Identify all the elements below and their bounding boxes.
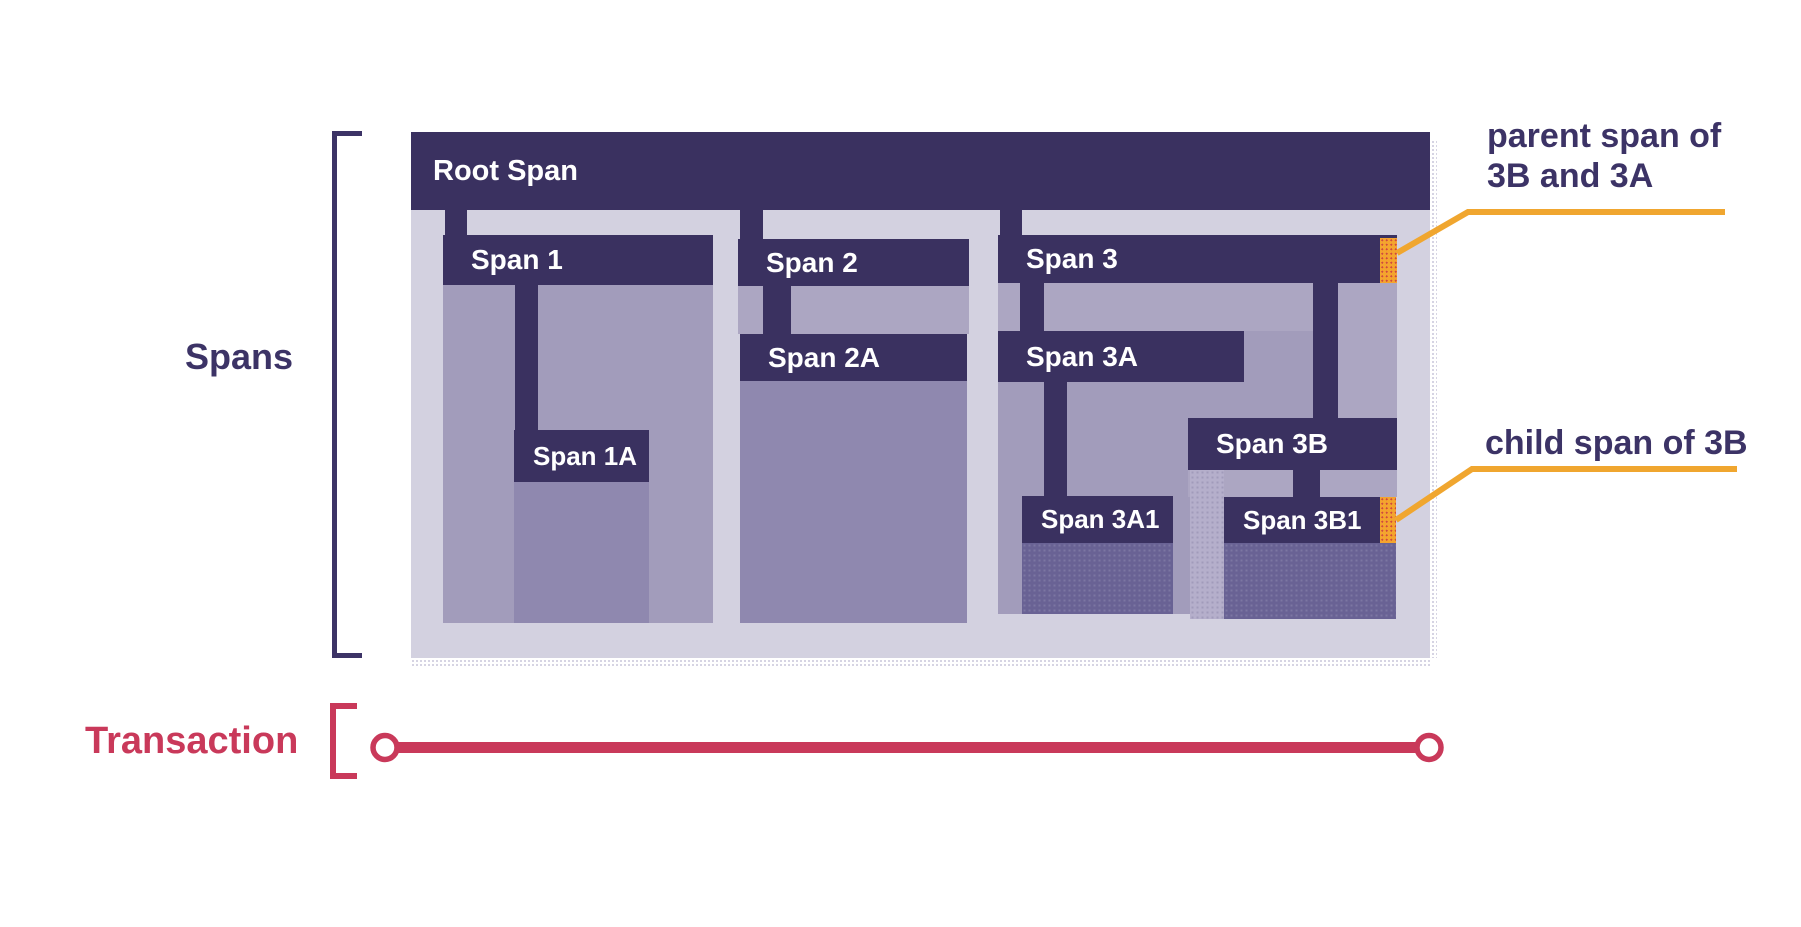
span-3b1-duration-block: [1224, 543, 1396, 619]
span-2a-bar: Span 2A: [740, 334, 967, 381]
connector-span2-to-span2a: [763, 286, 791, 334]
span-3b1-label: Span 3B1: [1243, 504, 1362, 535]
root-span-label: Root Span: [433, 154, 578, 187]
span-2-bar: Span 2: [738, 239, 969, 286]
span-1a-duration-block: [514, 482, 649, 623]
child-span-marker: [1380, 497, 1396, 543]
root-span-bar: Root Span: [411, 132, 1430, 210]
span-3b-label: Span 3B: [1216, 428, 1329, 459]
span-3-duration-block-right: [1338, 283, 1397, 420]
span-3a-label: Span 3A: [1026, 340, 1139, 372]
transaction-bracket-top-tick: [330, 703, 357, 709]
transaction-start-circle: [370, 732, 400, 763]
child-span-annotation: child span of 3B: [1485, 424, 1748, 462]
span-3-bar: Span 3: [998, 235, 1397, 283]
connector-root-to-span1: [445, 210, 467, 236]
spans-label: Spans: [185, 336, 294, 377]
span-3-label: Span 3: [1026, 243, 1118, 274]
span-2-label: Span 2: [766, 246, 858, 278]
span-1a-bar: Span 1A: [514, 430, 649, 482]
container-right-shadow: [1431, 140, 1437, 658]
parent-span-annotation: parent span of 3B and 3A: [1487, 116, 1721, 196]
span-3b-bar: Span 3B: [1188, 418, 1397, 470]
transaction-end-circle: [1414, 732, 1444, 763]
spans-container: Root Span Span 1 Span 2 Span 3 Span 1A S…: [411, 132, 1430, 658]
span-3a1-label: Span 3A1: [1041, 504, 1160, 534]
transaction-label: Transaction: [85, 720, 299, 762]
span-3a-bar: Span 3A: [998, 331, 1244, 382]
span-3-duration-block: [998, 283, 1313, 331]
transaction-bracket-bottom-tick: [330, 773, 357, 779]
span-2a-duration-block: [740, 381, 967, 623]
connector-span1-to-span1a: [515, 285, 538, 430]
span-2a-label: Span 2A: [768, 341, 881, 373]
spans-bracket-vertical: [332, 131, 337, 658]
span-3b1-bar: Span 3B1: [1224, 497, 1396, 543]
span-1-label: Span 1: [471, 244, 563, 275]
span-3a1-bar: Span 3A1: [1022, 496, 1173, 543]
transaction-bracket-vertical: [330, 703, 336, 779]
connector-span3a-to-span3a1: [1044, 382, 1067, 498]
parent-span-marker: [1380, 238, 1397, 283]
connector-span3-to-span3a: [1020, 283, 1044, 331]
span-3a-duration-block-right: [1244, 331, 1313, 382]
spans-bracket-bottom-tick: [332, 653, 362, 658]
parent-span-annotation-line2: 3B and 3A: [1487, 157, 1654, 195]
connector-span3b-to-span3b1: [1293, 470, 1320, 497]
spans-bracket-top-tick: [332, 131, 362, 136]
connector-root-to-span2: [740, 210, 763, 240]
span-3a1-duration-block: [1022, 543, 1173, 614]
span-1a-label: Span 1A: [533, 440, 638, 471]
parent-span-callout-line: [1395, 209, 1725, 256]
span-1-bar: Span 1: [443, 235, 713, 285]
connector-root-to-span3: [1000, 210, 1022, 236]
connector-span3-to-span3b: [1313, 283, 1338, 420]
span-3b-duration-column: [1190, 470, 1224, 619]
parent-span-annotation-line1: parent span of: [1487, 117, 1722, 155]
child-span-callout-line: [1394, 466, 1737, 523]
container-bottom-shadow: [411, 659, 1431, 666]
